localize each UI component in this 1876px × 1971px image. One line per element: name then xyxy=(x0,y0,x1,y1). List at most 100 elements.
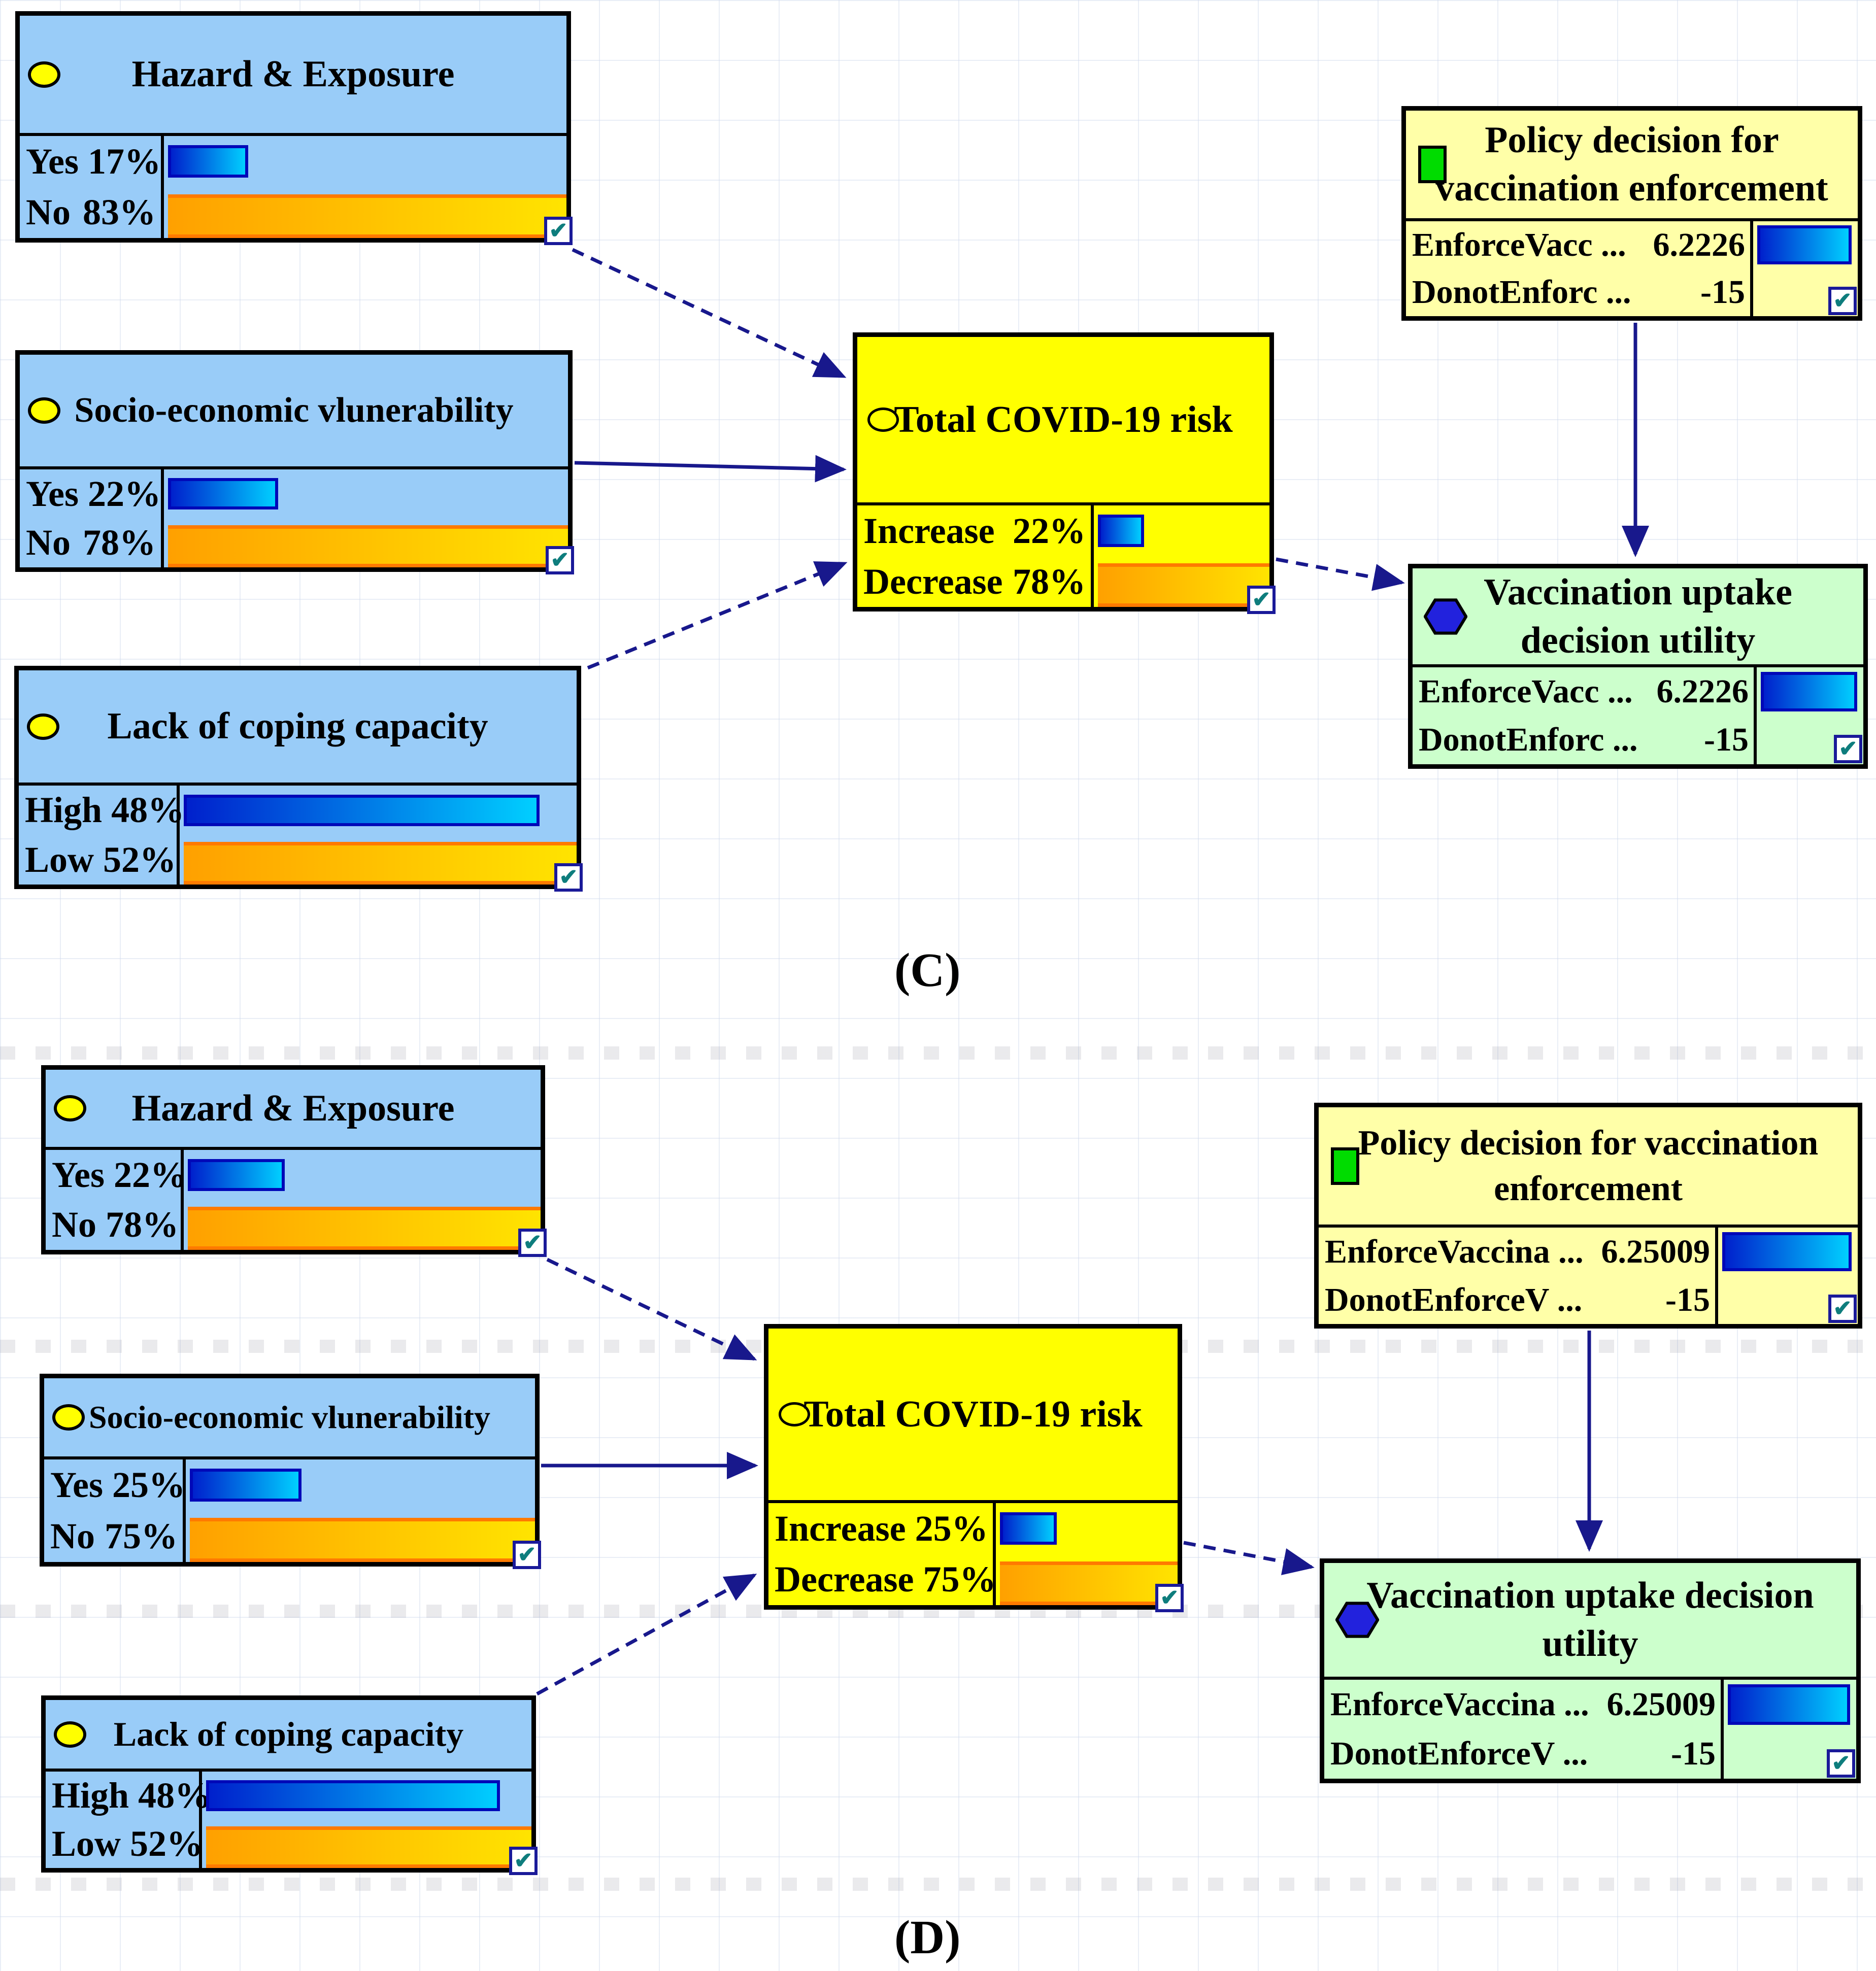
state-label: No xyxy=(26,522,71,563)
utility-node-vaccination-uptake-d[interactable]: Vaccination uptake decision utility Enfo… xyxy=(1320,1558,1861,1783)
chance-ellipse-icon xyxy=(27,713,59,740)
evidence-checkbox[interactable]: ✔ xyxy=(518,1229,547,1257)
state-label: Low xyxy=(52,1823,121,1864)
probability-bar xyxy=(206,1826,531,1868)
chance-ellipse-icon xyxy=(52,1404,85,1431)
state-label: Yes xyxy=(26,473,79,514)
option-row: EnforceVaccina ...6.25009 xyxy=(1324,1680,1856,1729)
option-label: EnforceVacc ... xyxy=(1412,226,1626,263)
arrow-total-to-utility-c xyxy=(1276,557,1405,591)
state-label: Yes xyxy=(50,1465,103,1505)
evidence-checkbox[interactable]: ✔ xyxy=(1828,287,1857,315)
chance-ellipse-icon xyxy=(867,407,899,432)
probability-bar xyxy=(1098,515,1145,547)
decision-node-policy-d[interactable]: Policy decision for vaccination enforcem… xyxy=(1314,1103,1862,1329)
node-title: Lack of coping capacity xyxy=(113,1714,464,1753)
check-icon: ✔ xyxy=(1838,736,1858,761)
node-title: Vaccination uptake decision xyxy=(1366,1575,1814,1617)
node-title: Policy decision for xyxy=(1485,119,1779,161)
option-label: DonotEnforceV ... xyxy=(1330,1735,1588,1773)
evidence-checkbox[interactable]: ✔ xyxy=(1247,586,1276,614)
state-label: Decrease xyxy=(863,561,1003,602)
state-value: 48% xyxy=(111,790,185,831)
evidence-checkbox[interactable]: ✔ xyxy=(554,863,583,892)
state-value: 52% xyxy=(130,1823,204,1864)
option-row: DonotEnforc ...-15 xyxy=(1413,716,1863,764)
node-title: Lack of coping capacity xyxy=(107,705,488,747)
evidence-checkbox[interactable]: ✔ xyxy=(1827,1749,1855,1778)
check-icon: ✔ xyxy=(1160,1585,1179,1610)
option-value: -15 xyxy=(1700,274,1745,311)
evidence-checkbox[interactable]: ✔ xyxy=(544,217,573,245)
check-icon: ✔ xyxy=(1252,587,1271,612)
check-icon: ✔ xyxy=(549,218,568,243)
probability-bar xyxy=(188,1207,541,1250)
option-row: EnforceVacc ...6.2226 xyxy=(1413,667,1863,716)
probability-bar xyxy=(1098,563,1269,607)
node-title: Policy decision for vaccination xyxy=(1358,1123,1819,1163)
probability-bar xyxy=(168,145,249,178)
state-value: 25% xyxy=(915,1508,988,1549)
node-title: Hazard & Exposure xyxy=(131,53,455,95)
utility-hexagon-icon xyxy=(1423,598,1468,635)
option-label: DonotEnforc ... xyxy=(1412,274,1631,311)
evidence-checkbox[interactable]: ✔ xyxy=(509,1847,538,1875)
evidence-checkbox[interactable]: ✔ xyxy=(1834,735,1862,763)
state-label: Decrease xyxy=(775,1559,914,1600)
evidence-checkbox[interactable]: ✔ xyxy=(1828,1295,1857,1323)
probability-bar xyxy=(168,478,279,510)
utility-node-vaccination-uptake-c[interactable]: Vaccination uptake decision utility Enfo… xyxy=(1408,564,1868,769)
option-value: 6.25009 xyxy=(1601,1233,1711,1270)
decision-node-policy-c[interactable]: Policy decision for vaccination enforcem… xyxy=(1401,106,1862,321)
utility-bar xyxy=(1761,671,1857,711)
node-title: utility xyxy=(1542,1623,1638,1664)
probability-bar xyxy=(190,1469,302,1502)
evidence-checkbox[interactable]: ✔ xyxy=(513,1541,541,1569)
chance-ellipse-icon xyxy=(54,1721,86,1748)
evidence-checkbox[interactable]: ✔ xyxy=(546,546,574,574)
evidence-checkbox[interactable]: ✔ xyxy=(1155,1584,1184,1612)
chance-ellipse-icon xyxy=(28,61,60,88)
option-row: EnforceVacc ...6.2226 xyxy=(1406,221,1858,269)
check-icon: ✔ xyxy=(523,1230,542,1255)
option-value: 6.25009 xyxy=(1606,1685,1716,1723)
arrow-hazard-to-total-c xyxy=(572,248,847,379)
check-icon: ✔ xyxy=(1831,1751,1851,1776)
node-title: Vaccination uptake xyxy=(1484,571,1792,613)
panel-label-c: (C) xyxy=(894,944,961,997)
option-row: EnforceVaccina ...6.25009 xyxy=(1319,1228,1858,1276)
node-title: Socio-economic vlunerability xyxy=(88,1399,491,1436)
option-label: DonotEnforc ... xyxy=(1419,721,1638,759)
state-label: No xyxy=(52,1204,96,1245)
state-value: 22% xyxy=(114,1154,187,1195)
option-row: DonotEnforceV ...-15 xyxy=(1324,1729,1856,1779)
state-label: High xyxy=(52,1775,129,1816)
state-value: 75% xyxy=(105,1516,178,1556)
panel-label-d: (D) xyxy=(894,1911,961,1964)
state-value: 78% xyxy=(1013,561,1086,602)
utility-bar xyxy=(1728,1684,1850,1725)
arrow-socio-to-total-c xyxy=(574,455,847,483)
node-title: enforcement xyxy=(1494,1169,1683,1208)
state-label: Yes xyxy=(26,141,79,182)
